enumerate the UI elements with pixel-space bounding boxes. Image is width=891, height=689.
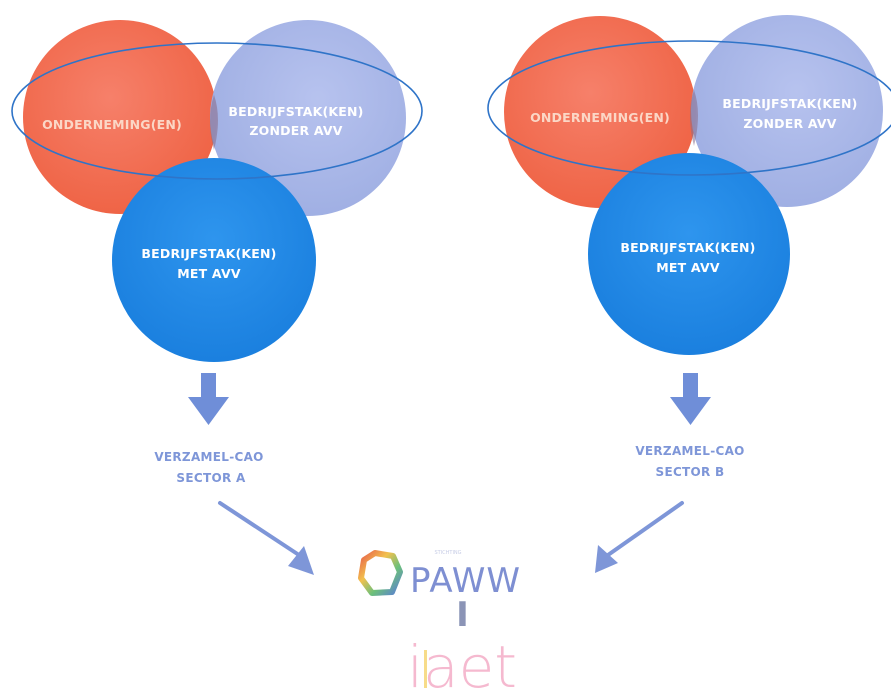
encompassing-ellipse-left <box>11 42 423 180</box>
label-zonder-avv-left-line1: BEDRIJFSTAK(KEN) <box>228 104 363 119</box>
label-zonder-avv-right-line2: ZONDER AVV <box>743 116 836 131</box>
overlap-top-right <box>690 90 698 146</box>
circle-onderneming-right <box>504 16 696 208</box>
encompassing-ellipse-right <box>487 40 891 176</box>
sector-label-left-line1: VERZAMEL-CAO <box>154 450 263 464</box>
label-zonder-avv-left-line2: ZONDER AVV <box>249 123 342 138</box>
venn-diagram-left: ONDERNEMING(EN) BEDRIJFSTAK(KEN) ZONDER … <box>11 20 423 575</box>
brand-paww-text: PAWW <box>410 561 521 601</box>
circle-zonder-avv-right <box>691 15 883 207</box>
brand-separator: I <box>456 595 470 635</box>
label-met-avv-left-line2: MET AVV <box>177 266 241 281</box>
label-met-avv-left-line1: BEDRIJFSTAK(KEN) <box>141 246 276 261</box>
paww-logo-mark-icon <box>358 550 403 596</box>
circle-zonder-avv-left <box>210 20 406 216</box>
circle-met-avv-right <box>588 153 790 355</box>
diagonal-arrow-right <box>595 501 684 573</box>
venn-diagram-right: ONDERNEMING(EN) BEDRIJFSTAK(KEN) ZONDER … <box>487 15 891 573</box>
down-arrow-left <box>188 373 229 425</box>
circle-met-avv-left <box>112 158 316 362</box>
label-onderneming-right: ONDERNEMING(EN) <box>530 110 670 125</box>
brand-logo: STICHTING PAWW I iaet <box>358 550 521 689</box>
label-zonder-avv-right-line1: BEDRIJFSTAK(KEN) <box>722 96 857 111</box>
label-met-avv-right-line2: MET AVV <box>656 260 720 275</box>
label-onderneming-left: ONDERNEMING(EN) <box>42 117 182 132</box>
down-arrow-right <box>670 373 711 425</box>
brand-iaet-text: iaet <box>407 633 517 689</box>
label-met-avv-right-line1: BEDRIJFSTAK(KEN) <box>620 240 755 255</box>
overlap-top-left <box>210 95 218 150</box>
sector-label-left-line2: SECTOR A <box>176 471 246 485</box>
sector-label-right-line2: SECTOR B <box>656 465 725 479</box>
diagonal-arrow-left <box>218 501 314 575</box>
iaet-logo: iaet <box>407 633 517 689</box>
sector-label-right-line1: VERZAMEL-CAO <box>635 444 744 458</box>
circle-onderneming-left <box>23 20 217 214</box>
brand-small-text: STICHTING <box>434 550 461 556</box>
